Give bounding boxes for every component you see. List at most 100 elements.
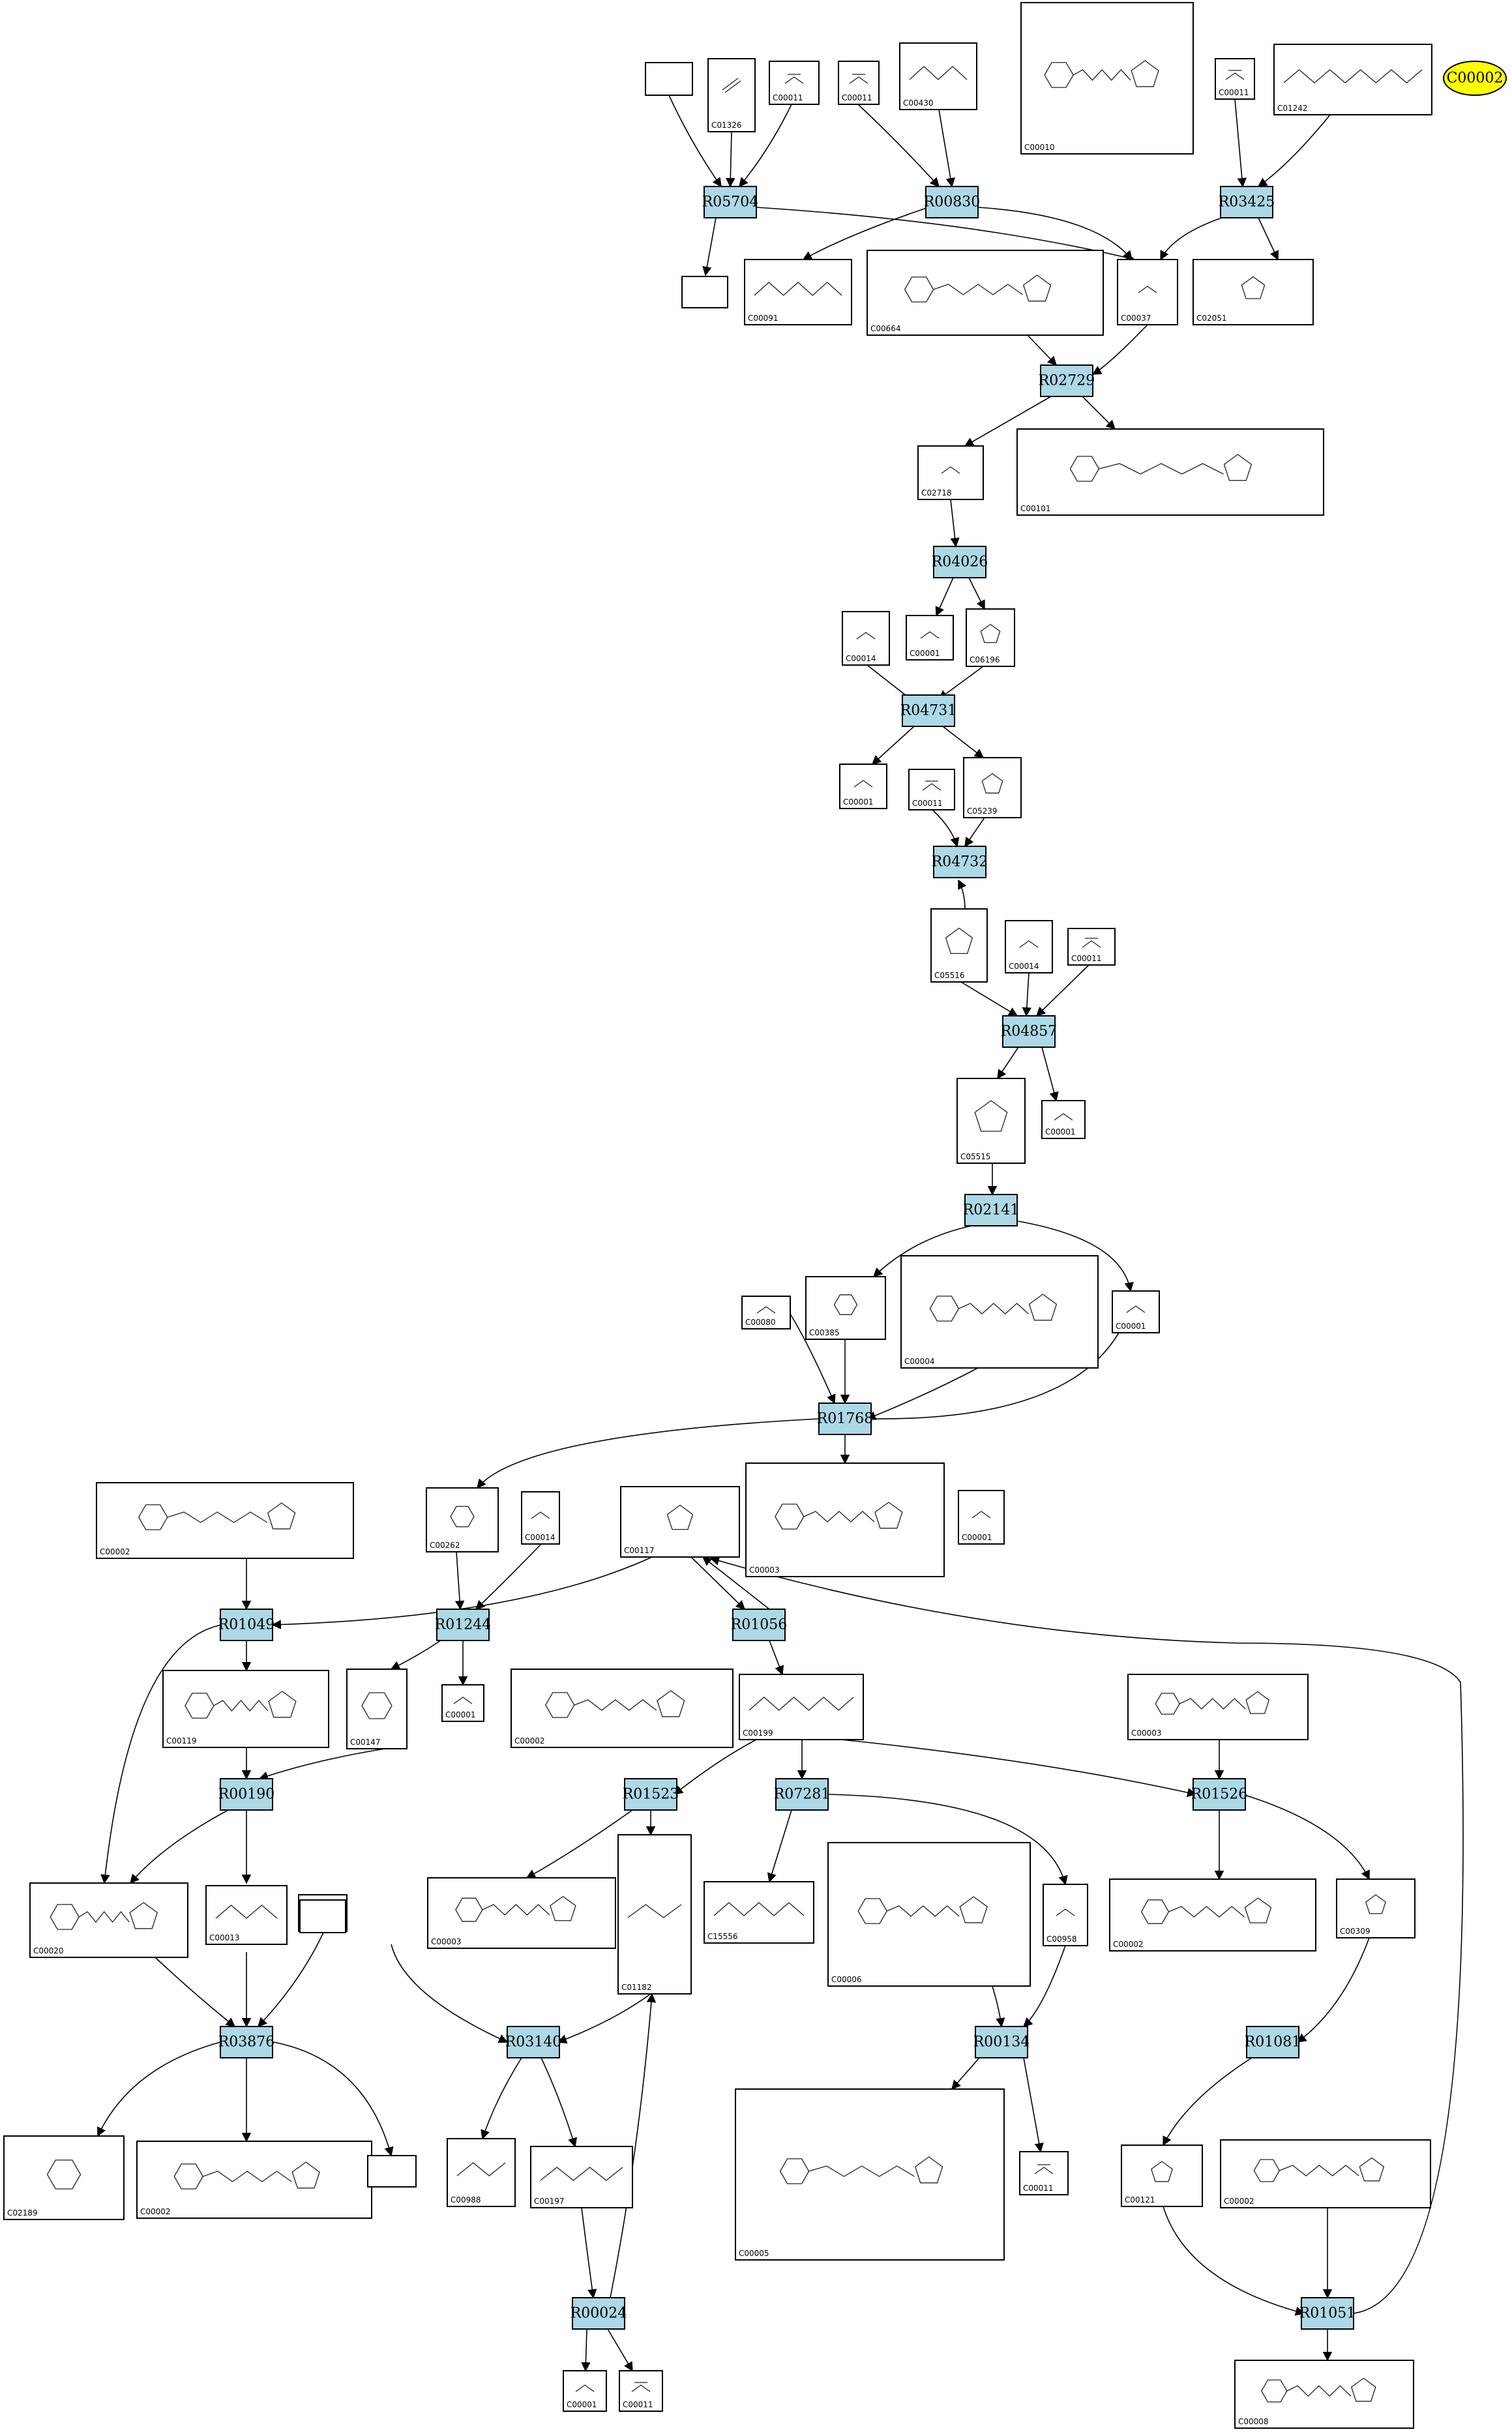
compound-node[interactable]: C05515 <box>956 1078 1026 1164</box>
unnamed-compound-node[interactable] <box>681 276 728 308</box>
compound-node[interactable]: C00002 <box>511 1669 734 1748</box>
reaction-node[interactable]: R03140 <box>505 2026 562 2058</box>
reaction-node[interactable]: R01081 <box>1245 2026 1301 2058</box>
reaction-node[interactable]: R04732 <box>932 846 988 878</box>
compound-node[interactable]: C00014 <box>1005 920 1053 973</box>
compound-node[interactable]: C00121 <box>1121 2145 1203 2207</box>
compound-node[interactable]: C00011 <box>1019 2151 1069 2195</box>
compound-node[interactable]: C00119 <box>162 1670 329 1748</box>
compound-id: C00014 <box>846 654 876 663</box>
compound-node[interactable]: C00001 <box>441 1684 484 1722</box>
reaction-node[interactable]: R01056 <box>731 1609 788 1641</box>
compound-node[interactable]: C05516 <box>930 908 988 983</box>
reaction-node[interactable]: R04857 <box>1001 1015 1058 1048</box>
compound-node[interactable]: C05239 <box>963 757 1022 818</box>
compound-node[interactable]: C00004 <box>900 1255 1099 1369</box>
unnamed-compound-node[interactable] <box>299 1899 346 1933</box>
compound-node[interactable]: C00014 <box>842 611 890 666</box>
compound-node[interactable]: C00002 <box>1109 1878 1316 1952</box>
compound-node[interactable]: C00010 <box>1020 2 1194 155</box>
compound-node[interactable]: C00003 <box>427 1877 616 1949</box>
compound-id: C00664 <box>870 324 901 333</box>
compound-node[interactable]: C00117 <box>620 1486 740 1558</box>
compound-node[interactable]: C00309 <box>1336 1878 1416 1938</box>
compound-node[interactable]: C00001 <box>1112 1290 1160 1333</box>
compound-node[interactable]: C00001 <box>958 1490 1005 1545</box>
reaction-node[interactable]: R01523 <box>623 1778 679 1811</box>
reaction-node[interactable]: R02729 <box>1039 364 1095 397</box>
compound-node[interactable]: C00002 <box>1220 2139 1431 2208</box>
reaction-node[interactable]: R01049 <box>218 1609 275 1641</box>
reaction-node[interactable]: R00024 <box>571 2297 627 2330</box>
edge-arrow <box>668 95 722 188</box>
edge-arrow <box>958 879 967 910</box>
compound-node[interactable]: C00011 <box>769 61 820 105</box>
compound-node[interactable]: C00197 <box>530 2146 633 2208</box>
compound-node[interactable]: C00011 <box>838 61 880 105</box>
reaction-node[interactable]: R01051 <box>1299 2297 1356 2330</box>
compound-node[interactable]: C00262 <box>426 1487 499 1552</box>
compound-node[interactable]: C00664 <box>867 250 1104 336</box>
compound-node[interactable]: C00988 <box>447 2138 516 2207</box>
reaction-node[interactable]: R02141 <box>963 1194 1020 1226</box>
compound-node[interactable]: C00011 <box>908 769 955 810</box>
compound-node[interactable]: C00091 <box>744 259 852 325</box>
compound-node[interactable]: C00013 <box>205 1885 288 1945</box>
compound-node[interactable]: C01182 <box>617 1834 692 1995</box>
compound-node[interactable]: C00006 <box>827 1842 1031 1987</box>
compound-node[interactable]: C00001 <box>839 764 887 809</box>
compound-node[interactable]: C00014 <box>521 1491 560 1545</box>
unnamed-compound-node[interactable] <box>645 62 693 96</box>
compound-id: C00385 <box>809 1328 840 1337</box>
compound-node[interactable]: C00005 <box>735 2088 1005 2261</box>
reaction-node[interactable]: R05704 <box>702 186 759 218</box>
compound-id: C00002 <box>1113 1940 1144 1949</box>
reaction-node[interactable]: R00830 <box>924 186 981 218</box>
compound-node[interactable]: C00958 <box>1043 1884 1088 1946</box>
reaction-label: R03140 <box>505 2034 562 2051</box>
compound-node[interactable]: C02718 <box>917 445 984 500</box>
compound-node[interactable]: C01242 <box>1273 44 1432 115</box>
reaction-node[interactable]: R07281 <box>774 1778 831 1811</box>
reaction-node[interactable]: R03425 <box>1219 186 1275 218</box>
compound-node[interactable]: C00001 <box>563 2370 607 2412</box>
compound-node[interactable]: C00003 <box>1127 1674 1309 1740</box>
edge-arrow <box>871 726 915 765</box>
compound-id: C00011 <box>623 2400 653 2409</box>
compound-node[interactable]: C02189 <box>3 2135 125 2220</box>
highlight-node[interactable]: C00002 <box>1443 61 1507 96</box>
compound-node[interactable]: C06196 <box>966 608 1015 667</box>
compound-node[interactable]: C00002 <box>136 2141 372 2219</box>
compound-node[interactable]: C00003 <box>745 1462 945 1577</box>
edge-arrow <box>100 1624 222 1884</box>
compound-node[interactable]: C00002 <box>96 1482 354 1559</box>
compound-node[interactable]: C00011 <box>1067 928 1116 966</box>
compound-node[interactable]: C00385 <box>805 1276 886 1340</box>
reaction-node[interactable]: R04026 <box>932 546 988 578</box>
compound-node[interactable]: C00199 <box>739 1674 864 1740</box>
compound-node[interactable]: C00011 <box>1215 58 1255 100</box>
reaction-node[interactable]: R01768 <box>817 1403 874 1435</box>
compound-node[interactable]: C00080 <box>741 1296 791 1329</box>
compound-node[interactable]: C00001 <box>1041 1100 1086 1139</box>
compound-node[interactable]: C00430 <box>899 42 977 110</box>
edge-arrow <box>1091 324 1148 375</box>
compound-id: C00001 <box>1045 1127 1076 1136</box>
reaction-node[interactable]: R01526 <box>1191 1778 1248 1811</box>
compound-node[interactable]: C00020 <box>29 1882 188 1958</box>
compound-node[interactable]: C00101 <box>1016 428 1324 516</box>
reaction-node[interactable]: R01244 <box>435 1609 492 1641</box>
compound-node[interactable]: C15556 <box>704 1881 814 1944</box>
unnamed-compound-node[interactable] <box>367 2155 417 2188</box>
reaction-node[interactable]: R04731 <box>900 694 957 727</box>
compound-node[interactable]: C00011 <box>619 2370 663 2412</box>
reaction-node[interactable]: R00134 <box>973 2026 1030 2058</box>
compound-node[interactable]: C01326 <box>707 58 756 132</box>
reaction-node[interactable]: R00190 <box>218 1778 275 1811</box>
compound-node[interactable]: C00001 <box>906 615 954 660</box>
compound-node[interactable]: C00147 <box>346 1669 408 1749</box>
compound-node[interactable]: C00037 <box>1117 259 1178 325</box>
reaction-node[interactable]: R03876 <box>218 2026 275 2058</box>
compound-node[interactable]: C02051 <box>1193 259 1314 325</box>
compound-node[interactable]: C00008 <box>1234 2360 1414 2429</box>
